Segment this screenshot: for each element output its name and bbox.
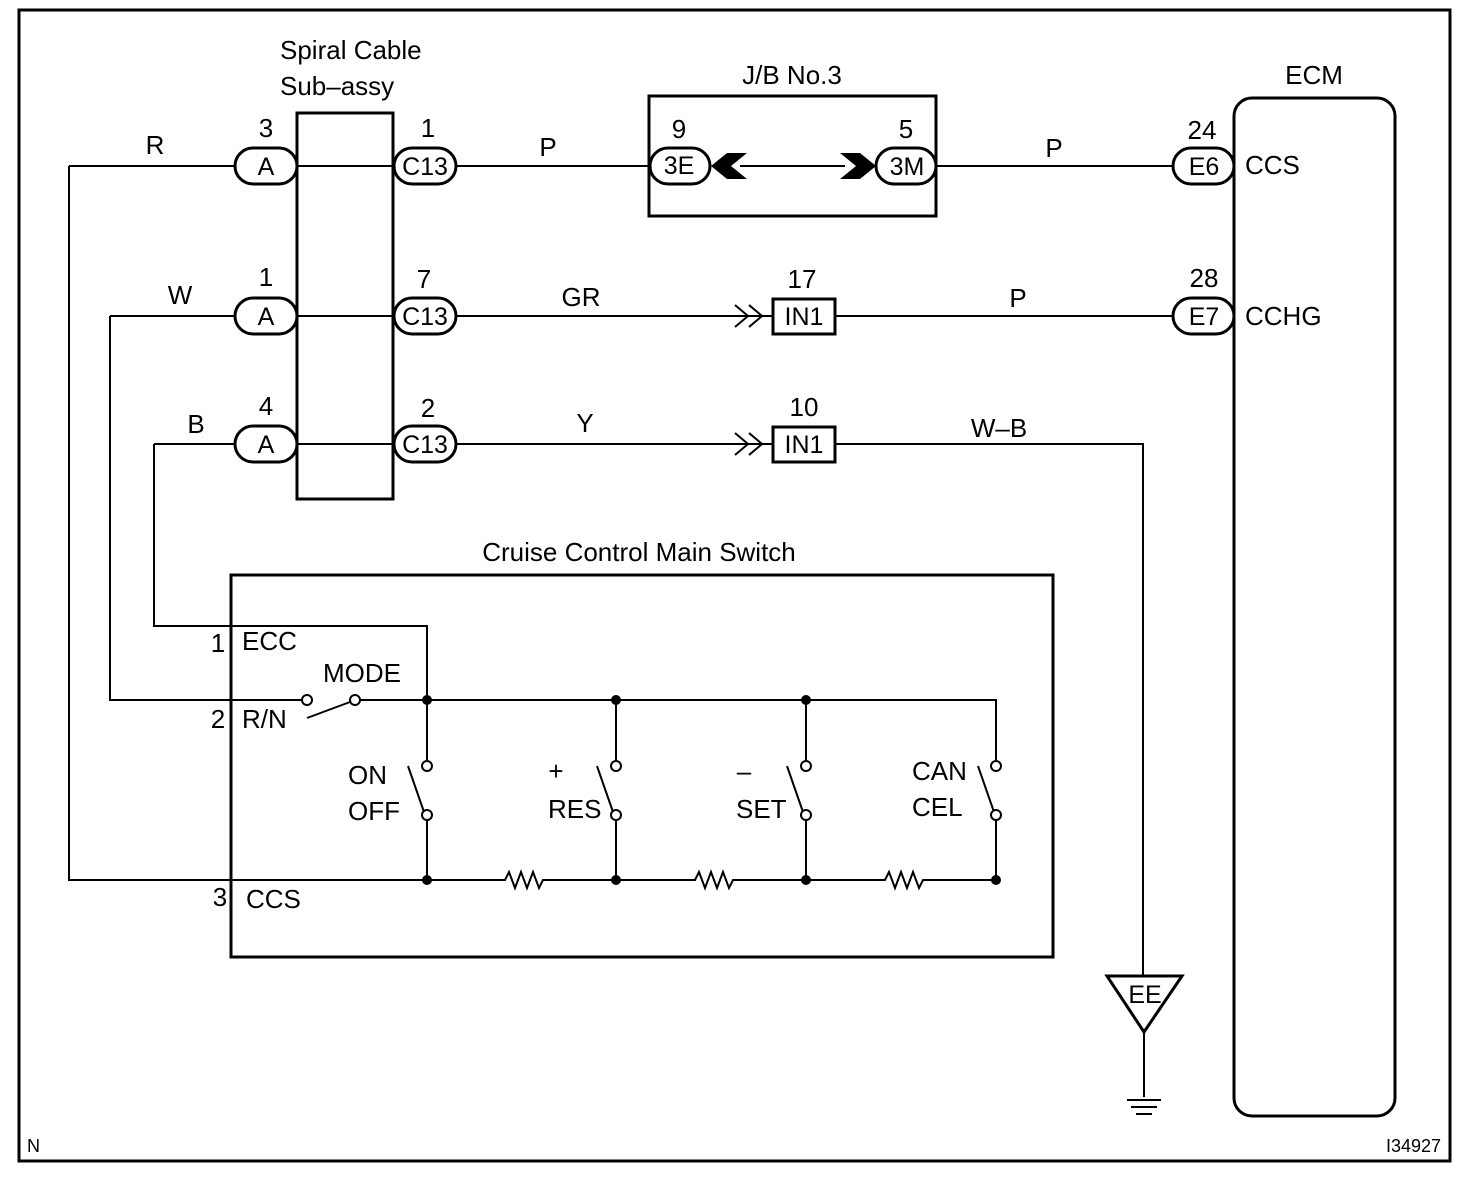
connector-c13-pin2: C13 2 [392, 393, 458, 464]
connector-c13-pin1: C13 1 [392, 113, 458, 186]
switch-pin-1: 1 [211, 628, 225, 658]
connector-id: E6 [1189, 153, 1220, 181]
connector-pin: 28 [1190, 263, 1219, 293]
switch-cel-label: CEL [912, 792, 963, 822]
connector-id: C13 [402, 431, 448, 459]
connector-a-pin3: A 3 [233, 113, 299, 186]
switch-off-label: OFF [348, 796, 400, 826]
connector-in1-pin10: IN1 10 [771, 392, 837, 464]
switch-pin-2: 2 [211, 704, 225, 734]
switch-minus-label: – [737, 756, 752, 786]
connector-3e-pin9: 3E 9 [648, 114, 712, 186]
jb-right-terminal-icon [840, 153, 876, 179]
ecm-terminal-cchg: CCHG [1245, 301, 1322, 331]
ecm-terminal-ccs: CCS [1245, 150, 1300, 180]
ecm-unit: ECM CCS CCHG [1232, 60, 1397, 1118]
wire-color-r1-left: R [146, 130, 165, 160]
ground-label: EE [1128, 981, 1161, 1009]
switch-on-label: ON [348, 760, 387, 790]
connector-c13-pin7: C13 7 [392, 264, 458, 336]
connector-pin: 2 [421, 393, 435, 423]
junction-block-name: J/B No.3 [742, 60, 842, 90]
figure-id: I34927 [1386, 1136, 1441, 1156]
junction-block-no3: J/B No.3 [647, 60, 938, 218]
connector-id: 3E [664, 152, 695, 180]
spiral-cable-name-line1: Spiral Cable [280, 35, 422, 65]
connector-id: 3M [890, 153, 925, 181]
connector-id: IN1 [785, 303, 824, 331]
connector-id: A [258, 153, 275, 181]
main-switch-name: Cruise Control Main Switch [482, 537, 796, 567]
switch-terminal-ccs: CCS [246, 884, 301, 914]
switch-plus-label: + [548, 756, 563, 786]
connector-pin: 5 [899, 114, 913, 144]
connector-3m-pin5: 3M 5 [874, 114, 938, 186]
harness-wires [68, 165, 1173, 975]
connector-pin: 4 [259, 391, 273, 421]
wire-color-r3-right: W–B [971, 413, 1027, 443]
spiral-cable-name-line2: Sub–assy [280, 71, 394, 101]
ecm-name: ECM [1285, 60, 1343, 90]
wire-color-r1-right: P [1045, 133, 1062, 163]
connector-id: A [258, 303, 275, 331]
switch-pin-3: 3 [213, 882, 227, 912]
connector-pin: 3 [259, 113, 273, 143]
switch-terminal-rn: R/N [242, 704, 287, 734]
connector-pin: 17 [788, 264, 817, 294]
wire-color-r1-mid: P [539, 132, 556, 162]
connector-e7-pin28: E7 28 [1171, 263, 1236, 336]
jb-left-terminal-icon [711, 153, 747, 179]
connector-id: E7 [1189, 303, 1220, 331]
connector-pin: 1 [421, 113, 435, 143]
ground-ee: EE [1104, 974, 1185, 1115]
wire-color-labels: R P P W GR P B Y W–B [146, 130, 1063, 443]
wire-color-r2-right: P [1009, 283, 1026, 313]
wire-color-r2-left: W [168, 280, 193, 310]
cruise-control-main-switch: Cruise Control Main Switch 1 ECC 2 R/N 3… [211, 537, 1055, 959]
connector-a-pin1: A 1 [233, 262, 299, 336]
switch-mode-label: MODE [323, 658, 401, 688]
connector-pin: 24 [1188, 115, 1217, 145]
switch-res-label: RES [548, 794, 601, 824]
wire-color-r3-left: B [187, 409, 204, 439]
connector-pin: 1 [259, 262, 273, 292]
connector-pin: 9 [672, 114, 686, 144]
connector-in1-pin17: IN1 17 [771, 264, 837, 336]
connector-id: IN1 [785, 431, 824, 459]
spiral-cable-sub-assy: Spiral Cable Sub–assy [280, 35, 422, 501]
switch-set-label: SET [736, 794, 787, 824]
connector-id: C13 [402, 153, 448, 181]
connector-id: A [258, 431, 275, 459]
connector-pin: 7 [417, 264, 431, 294]
switch-terminal-ecc: ECC [242, 626, 297, 656]
wire-color-r3-mid: Y [576, 408, 593, 438]
footer-left-code: N [27, 1136, 40, 1156]
diagram-frame [17, 8, 1452, 1163]
switch-can-label: CAN [912, 756, 967, 786]
connector-e6-pin24: E6 24 [1171, 115, 1236, 186]
in1-chevrons [734, 304, 764, 456]
connector-a-pin4: A 4 [233, 391, 299, 464]
connector-pin: 10 [790, 392, 819, 422]
wire-color-r2-mid: GR [562, 282, 601, 312]
connector-id: C13 [402, 303, 448, 331]
